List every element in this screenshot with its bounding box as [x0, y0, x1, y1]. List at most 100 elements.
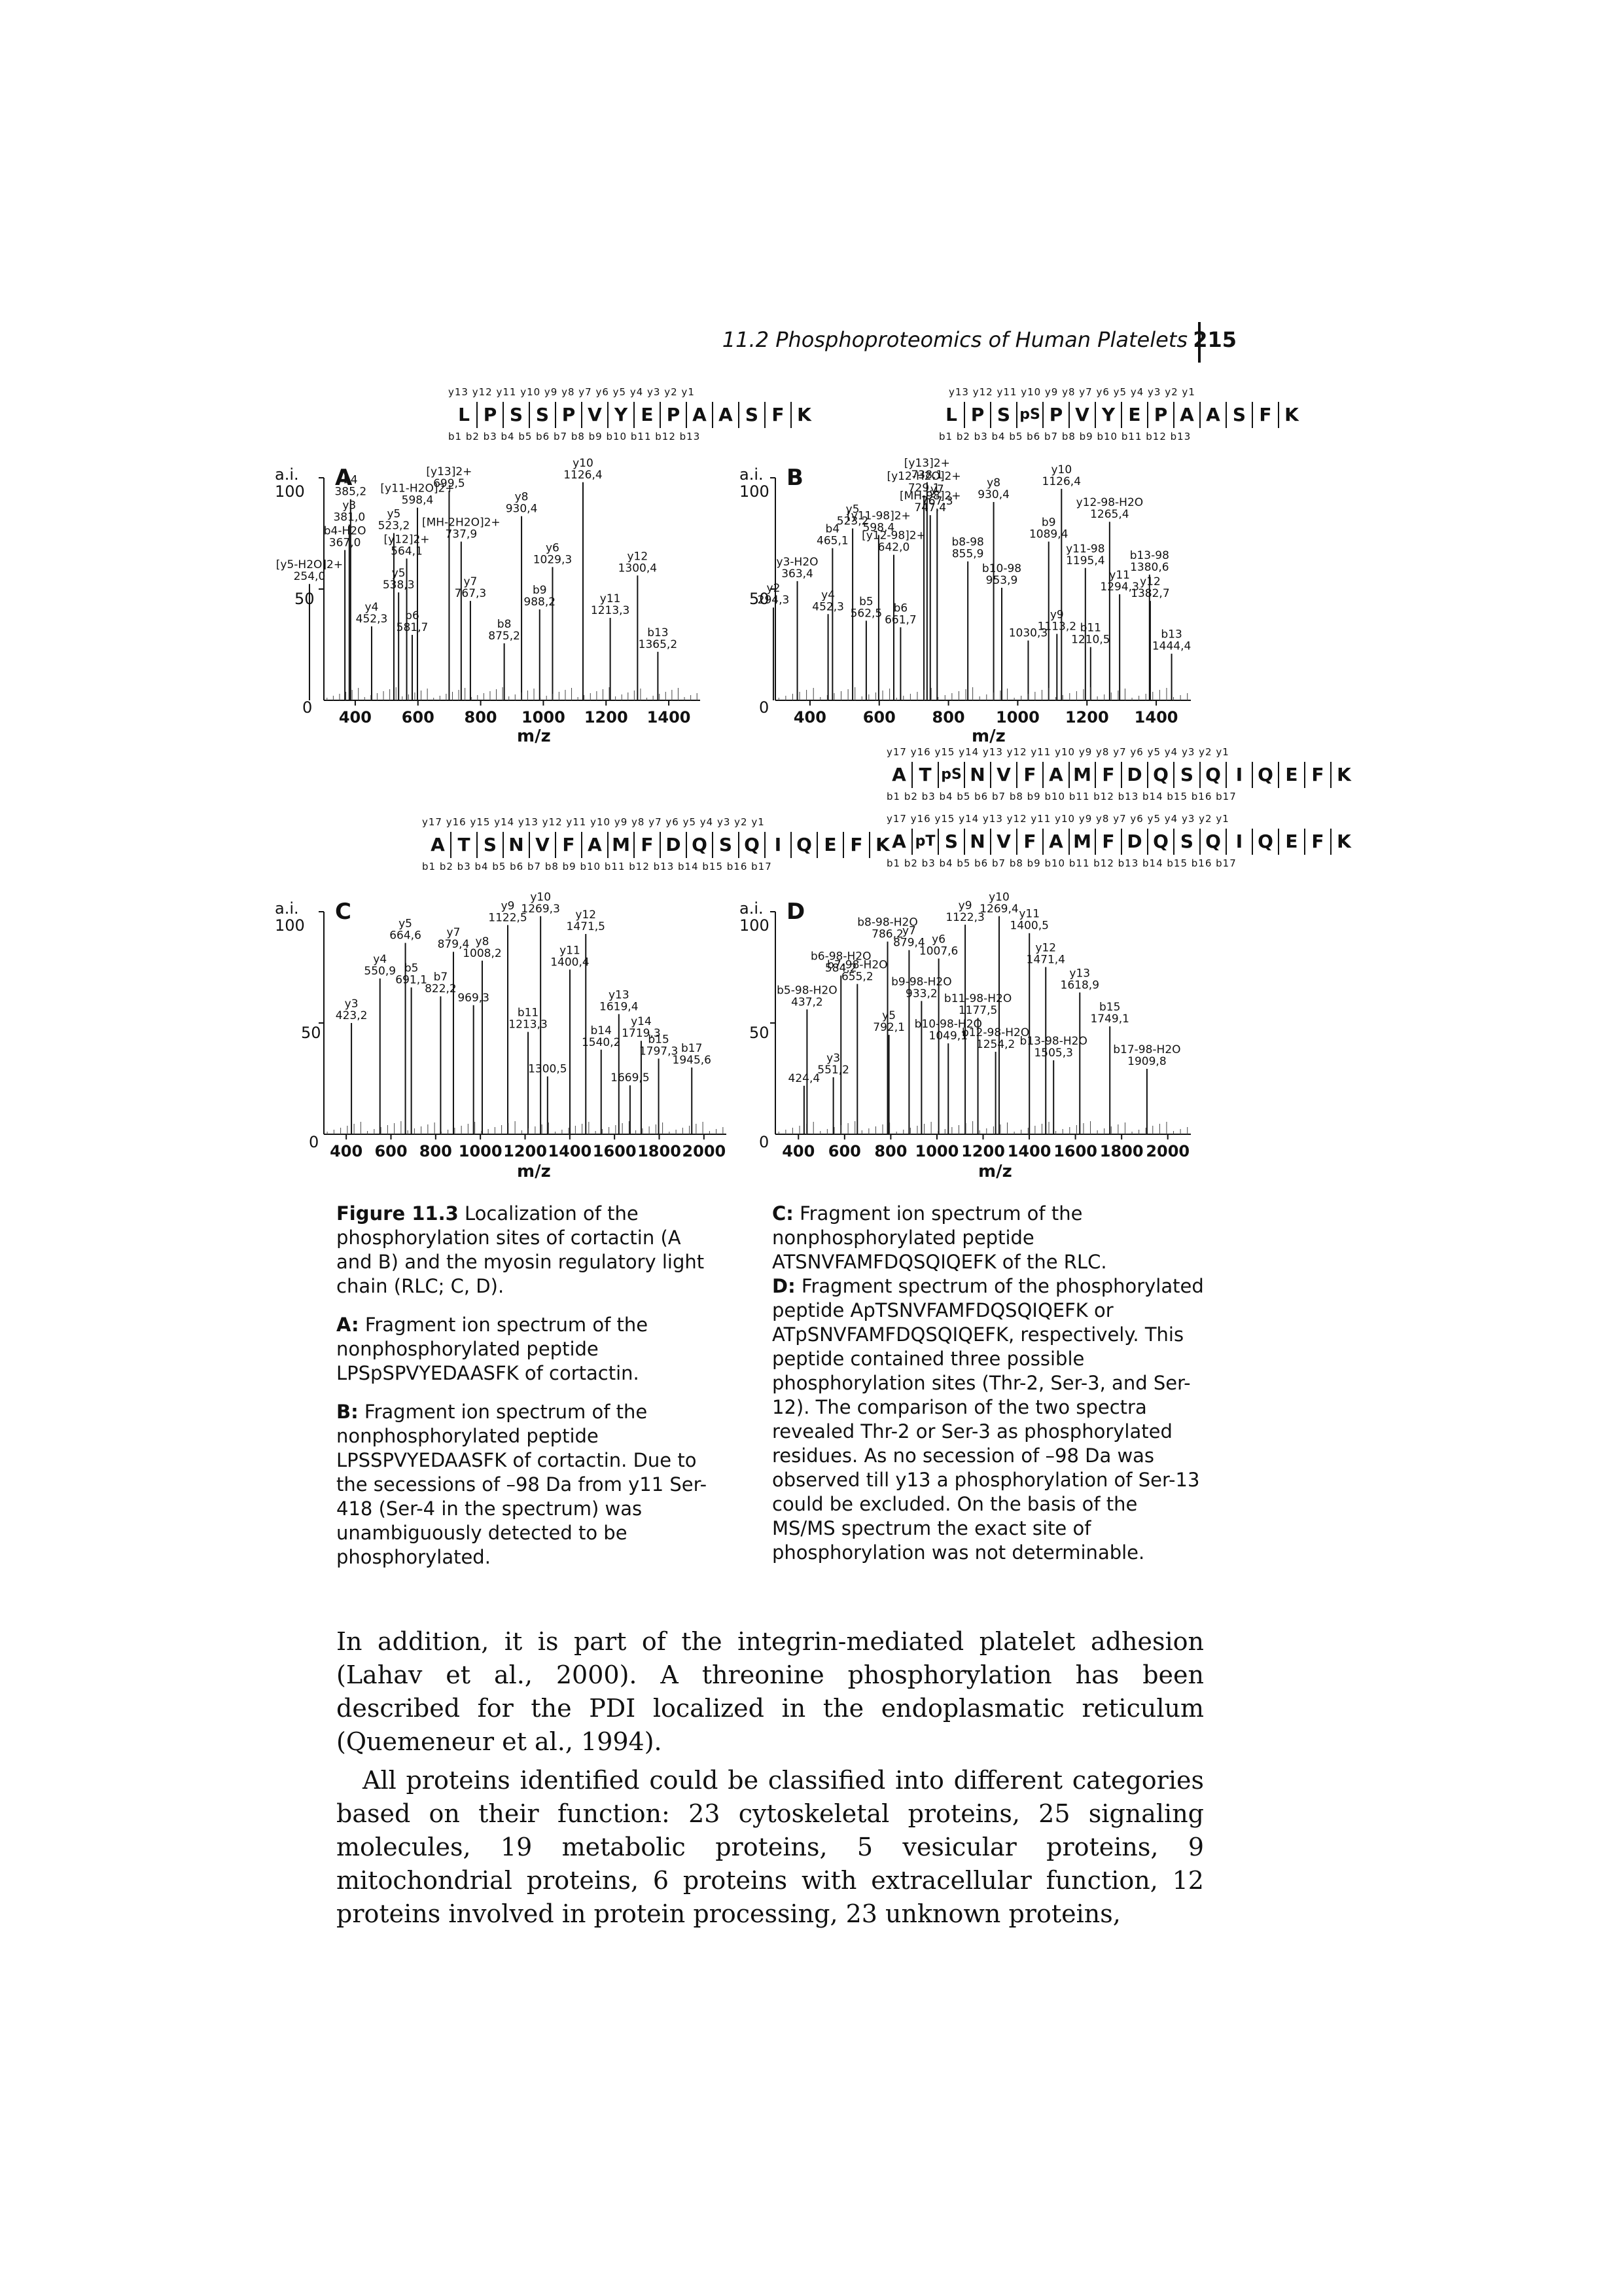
x-tick-label: 600	[828, 1142, 861, 1160]
residue: S	[991, 402, 1017, 428]
panel-letter: B	[786, 465, 803, 491]
y-axis-tick-0: 0	[759, 698, 769, 717]
x-tick-label: 800	[465, 708, 497, 726]
peak-annotation: [y11-H2O]2+598,4	[380, 482, 454, 507]
sequence-y-ions: y17 y16 y15 y14 y13 y12 y11 y10 y9 y8 y7…	[887, 746, 1229, 758]
x-tick-label: 1000	[521, 708, 565, 726]
y-axis-tick-0: 0	[759, 1133, 769, 1151]
peak-annotation: [y12]2+564,1	[384, 533, 430, 558]
y-axis-tick-0: 0	[309, 1133, 319, 1151]
residue: Y	[609, 402, 635, 428]
residue: F	[844, 832, 870, 858]
residue: E	[635, 402, 661, 428]
residue: I	[1227, 829, 1253, 855]
residue: V	[991, 762, 1017, 788]
x-axis-unit: m/z	[517, 726, 551, 746]
y-axis-unit: a.i.100	[739, 465, 769, 501]
residue: A	[1044, 829, 1070, 855]
residue: Q	[1201, 762, 1227, 788]
residue: K	[875, 834, 890, 855]
residue: P	[1044, 402, 1070, 428]
residue: S	[504, 402, 530, 428]
x-tick-label: 1400	[1008, 1142, 1051, 1160]
residue: F	[1305, 762, 1332, 788]
panel-letter: A	[335, 465, 353, 491]
x-tick-label: 600	[402, 708, 434, 726]
caption-a: A: Fragment ion spectrum of the nonphosp…	[336, 1314, 648, 1384]
x-tick-label: 400	[339, 708, 372, 726]
residue: P	[478, 402, 504, 428]
running-head: 11.2 Phosphoproteomics of Human Platelet…	[722, 322, 1237, 367]
residue: N	[965, 829, 991, 855]
body-paragraph-1: In addition, it is part of the integrin-…	[336, 1627, 1204, 1756]
y-axis-tick-50: 50	[301, 1024, 321, 1042]
residue: D	[661, 832, 687, 858]
residue: V	[991, 829, 1017, 855]
residue: V	[1070, 402, 1096, 428]
sequence-y-ions: y17 y16 y15 y14 y13 y12 y11 y10 y9 y8 y7…	[422, 816, 765, 828]
sequence-y-ions: y13 y12 y11 y10 y9 y8 y7 y6 y5 y4 y3 y2 …	[448, 386, 695, 398]
residue: D	[1122, 829, 1148, 855]
residue: A	[1044, 762, 1070, 788]
residue: P	[556, 402, 582, 428]
residue: S	[1174, 829, 1201, 855]
residue: Q	[1148, 829, 1174, 855]
x-tick-label: 400	[782, 1142, 815, 1160]
peak-annotation: [y13]2+699,5	[426, 465, 472, 490]
sequence-b-ions: b1 b2 b3 b4 b5 b6 b7 b8 b9 b10 b11 b12 b…	[448, 431, 701, 442]
peak-annotation: [y12-98]2+642,0	[862, 529, 926, 554]
residue: A	[1201, 402, 1227, 428]
x-tick-label: 1400	[548, 1142, 591, 1160]
residue: S	[1174, 762, 1201, 788]
residue: F	[766, 402, 792, 428]
residue: D	[1122, 762, 1148, 788]
x-tick-label: 1800	[637, 1142, 681, 1160]
figure-label: Figure 11.3	[336, 1202, 459, 1225]
residue: N	[965, 762, 991, 788]
residue: P	[965, 402, 991, 428]
residue: P	[661, 402, 687, 428]
residue: L	[939, 402, 965, 428]
peak-annotation: [MH-98]2+747,4	[900, 490, 961, 514]
residue: E	[1122, 402, 1148, 428]
y-axis-unit: a.i.100	[275, 899, 305, 935]
caption-c: C: Fragment ion spectrum of the nonphosp…	[772, 1202, 1107, 1273]
residue: pS	[1017, 402, 1044, 428]
residue: K	[1337, 764, 1351, 785]
x-tick-label: 2000	[682, 1142, 726, 1160]
